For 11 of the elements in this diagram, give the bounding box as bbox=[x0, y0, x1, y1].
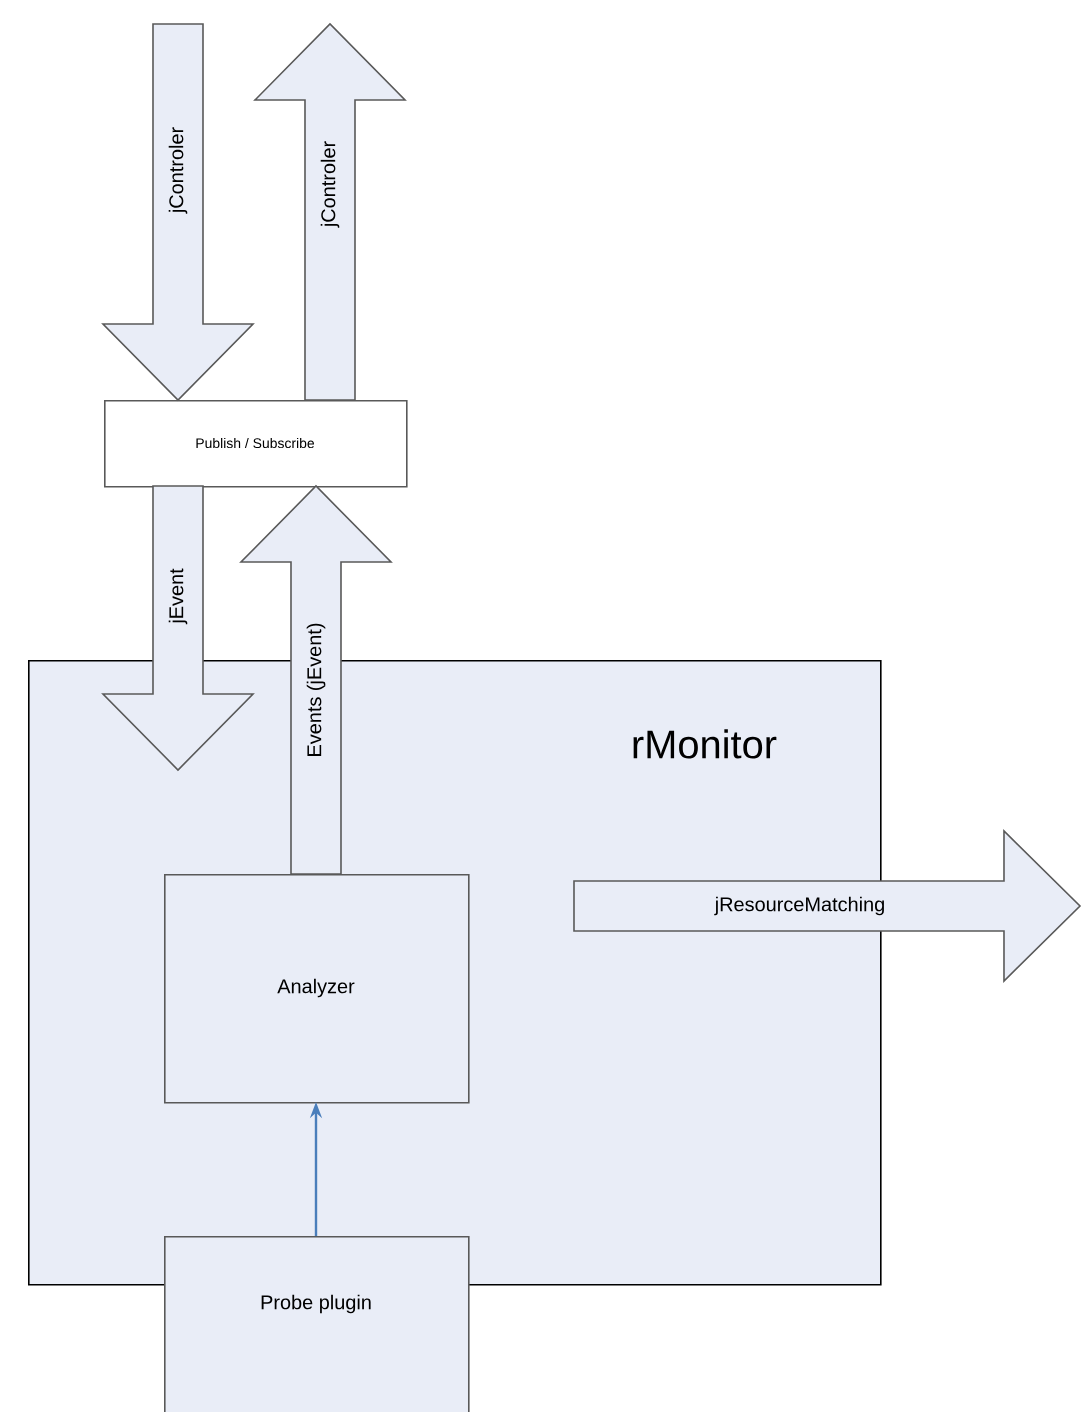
block-arrow bbox=[101, 485, 255, 772]
block-arrow bbox=[253, 22, 407, 401]
block-arrow bbox=[573, 829, 1082, 983]
block-arrow bbox=[101, 23, 255, 402]
edge-label: jControler bbox=[168, 127, 188, 214]
block-arrow bbox=[239, 484, 393, 875]
edge-label: jEvent bbox=[168, 568, 188, 625]
edge-label: jControler bbox=[320, 141, 340, 228]
edge-label: jResourceMatching bbox=[714, 896, 884, 916]
process-box: Probe plugin bbox=[164, 1236, 470, 1412]
process-box: Analyzer bbox=[164, 874, 470, 1104]
